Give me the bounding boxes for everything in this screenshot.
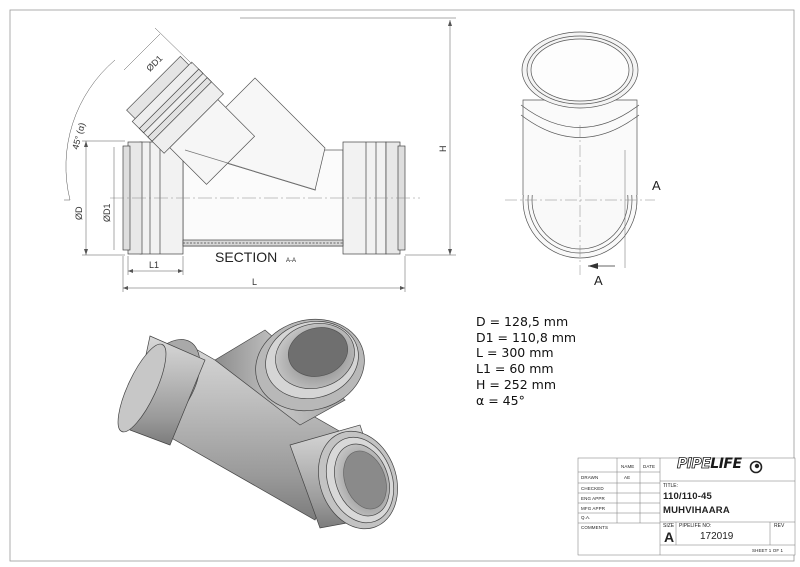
- spec-l1: L1 = 60 mm: [476, 361, 554, 377]
- section-arrow: [588, 263, 598, 269]
- tb-row-mfg-appr: MFG APPR: [581, 506, 606, 511]
- tb-part-label: PIPELIFE NO:: [679, 523, 712, 529]
- section-marker-bottom: A: [594, 273, 603, 288]
- tb-part-value: 172019: [700, 531, 734, 542]
- dim-h-label: H: [438, 146, 448, 153]
- sheet-border: [9, 9, 795, 562]
- dim-l-label: L: [252, 277, 257, 287]
- dim-d1-label: ØD1: [102, 203, 112, 222]
- pipelife-logo-dot: [754, 463, 760, 469]
- dim-branch-d1-label: ØD1: [144, 53, 164, 73]
- section-suffix: A-A: [286, 258, 296, 264]
- tb-size-label: SIZE: [663, 523, 675, 529]
- tb-drawn-by: AE: [624, 475, 631, 480]
- end-view: [505, 31, 655, 275]
- tb-row-comments: COMMENTS: [581, 525, 609, 530]
- tb-title-line2: MUHVIHAARA: [663, 505, 730, 516]
- dim-d-label: ØD: [74, 206, 84, 220]
- tb-header-name: NAME: [621, 464, 635, 469]
- section-marker-top: A: [652, 178, 661, 193]
- tb-size-value: A: [664, 529, 675, 545]
- spec-l: L = 300 mm: [476, 345, 554, 361]
- logo-pipe-text: PIPE: [677, 456, 712, 473]
- tb-row-eng-appr: ENG APPR: [581, 496, 605, 501]
- tb-row-qa: Q.A.: [581, 515, 591, 520]
- tb-sheet: SHEET 1 OF 1: [752, 548, 784, 553]
- section-view: [110, 55, 420, 255]
- logo-life-text: LIFE: [710, 456, 742, 472]
- pipelife-logo: PIPELIFE: [677, 456, 742, 473]
- tb-row-drawn: DRAWN: [581, 475, 599, 480]
- tb-row-checked: CHECKED: [581, 486, 604, 491]
- dimension-arrows: [84, 20, 452, 290]
- title-block: [577, 457, 796, 556]
- section-label: SECTION: [215, 249, 277, 265]
- spec-alpha: α = 45°: [476, 392, 525, 408]
- spec-d: D = 128,5 mm: [476, 314, 569, 329]
- dimension-lines: [64, 17, 456, 292]
- specs-list: D = 128,5 mm D1 = 110,8 mm L = 300 mm L1…: [476, 314, 576, 408]
- tb-rev-label: REV: [774, 523, 785, 529]
- spec-d1: D1 = 110,8 mm: [476, 329, 577, 345]
- isometric-view: [117, 318, 398, 530]
- tb-title-line1: 110/110-45: [663, 491, 713, 502]
- tb-title-label: TITLE:: [663, 483, 679, 489]
- dim-l1-label: L1: [149, 260, 159, 270]
- spec-h: H = 252 mm: [476, 376, 557, 392]
- tb-header-date: DATE: [643, 464, 656, 469]
